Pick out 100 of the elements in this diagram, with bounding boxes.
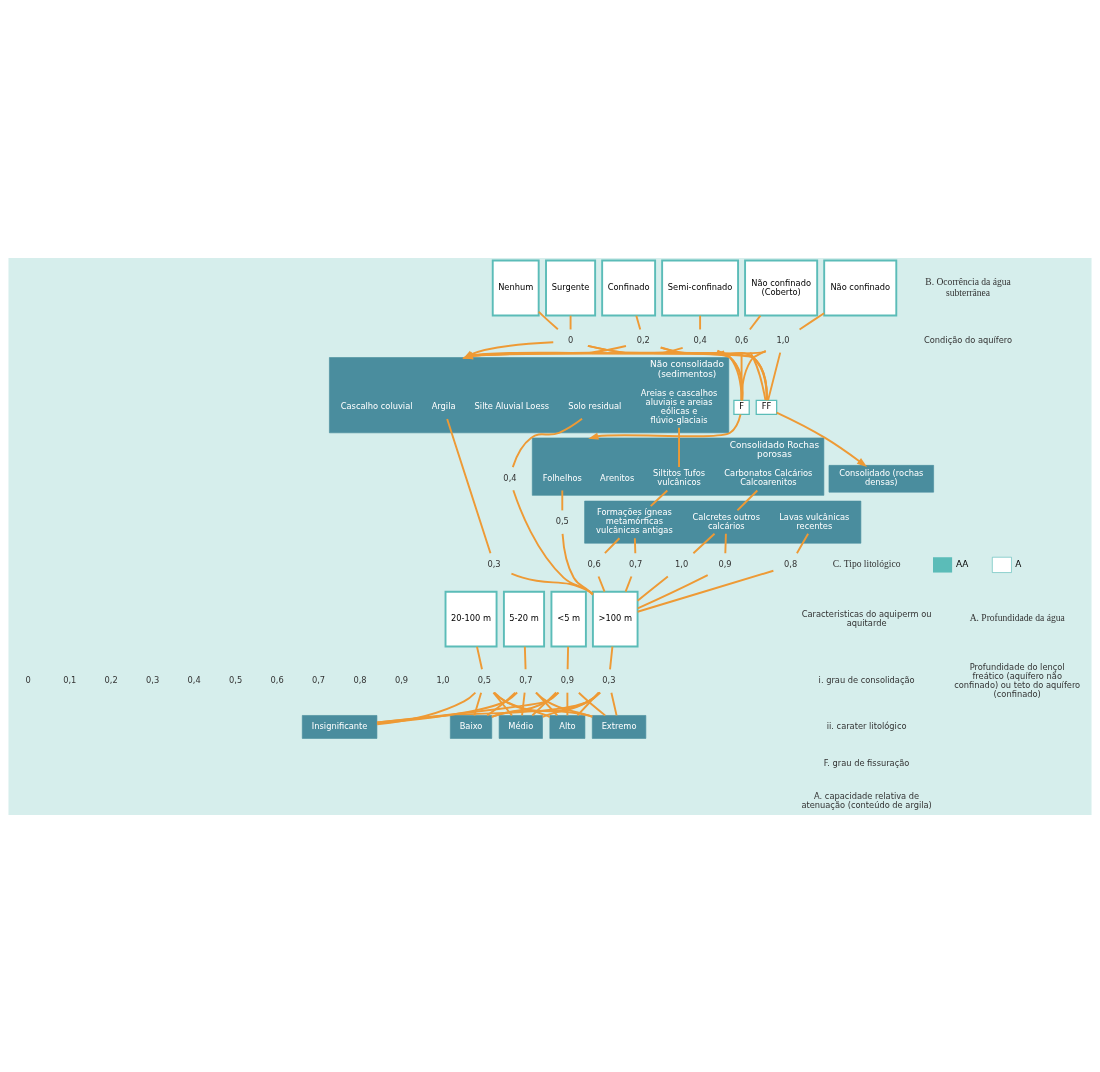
label: 0,2 [104, 674, 118, 685]
node-text: 0,2 [636, 334, 650, 345]
arrow [588, 413, 742, 440]
node-text: 0,3 [602, 674, 616, 685]
connector [493, 691, 551, 718]
arrow [462, 346, 684, 359]
node-text: Argila [431, 400, 456, 411]
connector [740, 351, 743, 401]
connector [476, 645, 483, 670]
node-box: Médio [498, 714, 543, 739]
label: 0 [25, 674, 31, 685]
node-text: 0,3 [487, 558, 501, 569]
node-text: 0,4 [503, 472, 517, 483]
connector [609, 645, 614, 670]
node-text: 0,6 [734, 334, 749, 345]
connector [633, 536, 637, 554]
label: 1,0 [436, 674, 450, 685]
node-box: >100 m [591, 590, 639, 647]
connector [798, 311, 825, 330]
node-box: Surgente [545, 259, 597, 316]
connector [736, 489, 759, 511]
connector [724, 532, 727, 554]
node-box: Semi-confinado [661, 259, 739, 316]
label: 0,9 [394, 674, 409, 685]
connector [473, 691, 483, 716]
connector [534, 691, 594, 718]
connector [740, 349, 767, 401]
connector [796, 532, 810, 554]
connector [624, 575, 633, 593]
label: 0,5 [229, 674, 243, 685]
connector [636, 575, 669, 602]
node-text: 0,7 [629, 558, 643, 569]
node-text: 1,0 [675, 558, 689, 569]
legend-label: AA [955, 558, 969, 569]
cluster [584, 500, 862, 544]
node-text: 0,5 [555, 515, 569, 526]
node-text: 0,9 [718, 558, 732, 569]
connector [636, 569, 775, 613]
connector [699, 314, 702, 330]
node-text: Arenitos [600, 472, 635, 483]
node-box: 5-20 m [502, 590, 546, 647]
node-box: Baixo [450, 714, 493, 739]
node-box: FF [755, 399, 778, 415]
node-text: Carbonatos Calcários Calcoarenitos [724, 467, 813, 487]
node-text: Calcretes outros calcários [692, 511, 760, 531]
connector [510, 572, 594, 595]
arrow [462, 344, 627, 359]
node-box: 20-100 m [444, 590, 498, 647]
connector [511, 417, 583, 468]
connector [576, 691, 600, 716]
node-text: Solo residual [568, 400, 622, 411]
node-box: Extremo [591, 714, 647, 739]
label: ii. carater litológico [826, 720, 907, 731]
connector [521, 691, 526, 716]
node-text: 1,0 [776, 334, 790, 345]
label: 0,6 [270, 674, 284, 685]
node-text: 0,4 [693, 334, 707, 345]
node-box: Não confinado [823, 259, 898, 316]
node-box: Confinado [601, 259, 657, 316]
connector [566, 645, 570, 670]
connector [537, 310, 559, 330]
connector [649, 489, 669, 507]
connector [716, 349, 768, 401]
connector [636, 573, 709, 609]
label: A. capacidade relativa de atenuação (conteúdo de argila) [801, 790, 932, 810]
connector [569, 314, 572, 330]
connector [659, 346, 768, 401]
node-text: Folhelhos [542, 472, 582, 483]
node-text: Areias e cascalhos aluviais e areias eólicas e flúvio-glaciais [640, 387, 718, 425]
label: 0,1 [63, 674, 77, 685]
label: 0,8 [353, 674, 367, 685]
label: F. grau de fissuração [823, 757, 910, 768]
connector [376, 691, 519, 724]
connector [376, 691, 560, 723]
node-box: Nenhum [491, 259, 540, 316]
connector [376, 691, 477, 725]
connector [635, 314, 642, 330]
node-text: 0,6 [587, 558, 601, 569]
connector [749, 351, 767, 401]
node-text: Silte Aluvial Loess [474, 400, 550, 411]
connector [597, 575, 606, 593]
label: 0,7 [311, 674, 326, 685]
label: Caracteristicas do aquiperm ou aquitarde [801, 608, 932, 628]
arrow [462, 340, 555, 359]
node-text: Cascalho coluvial [340, 400, 413, 411]
connector [523, 645, 527, 670]
node-box: Alto [549, 714, 586, 739]
node-box: <5 m [550, 590, 587, 647]
arrow [775, 411, 868, 467]
node-text: Siltitos Tufos vulcânicos [653, 467, 706, 487]
connector [490, 691, 559, 718]
node-text: Formações ígneas metamórficas vulcânicas antigas [596, 506, 673, 535]
node-text: 0,5 [477, 674, 492, 685]
connector [577, 691, 607, 716]
label: Profundidade do lençol freático (aquífero não confinado) ou teto do aquífero (confinado) [954, 661, 1081, 699]
node-text: Lavas vulcânicas recentes [779, 511, 850, 531]
connector [512, 488, 594, 595]
connector [541, 691, 601, 718]
label: C. Tipo litológico [832, 557, 901, 569]
connector [678, 426, 680, 468]
